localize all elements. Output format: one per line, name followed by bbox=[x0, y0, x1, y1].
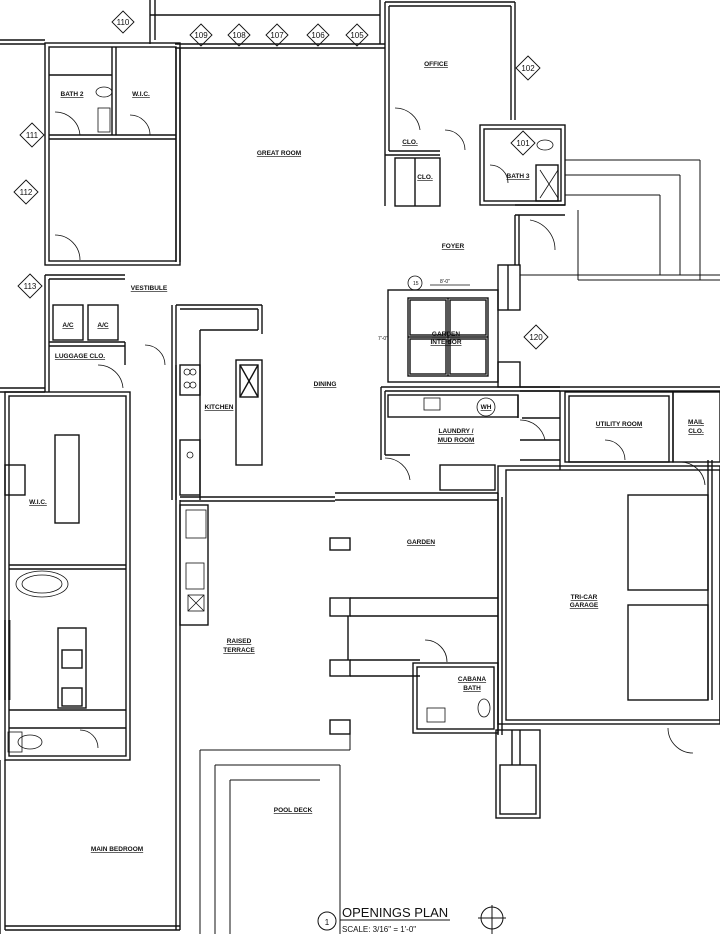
label-foyer: FOYER bbox=[442, 243, 465, 250]
label-raised-1: RAISED bbox=[227, 638, 252, 645]
dim-7ft: 7'-0" bbox=[378, 336, 388, 342]
wall-foyer-right bbox=[497, 215, 521, 388]
label-bath-3: BATH 3 bbox=[507, 173, 530, 180]
tag-120: 120 bbox=[529, 333, 543, 342]
tag-112: 112 bbox=[20, 188, 33, 197]
plan-title: 1 OPENINGS PLAN SCALE: 3/16" = 1'-0" bbox=[325, 905, 448, 934]
label-garden-interior-1: GARDEN bbox=[432, 331, 460, 338]
tag-108: 108 bbox=[232, 31, 246, 40]
label-cabana-1: CABANA bbox=[458, 676, 486, 683]
label-office: OFFICE bbox=[424, 61, 448, 68]
tag-102: 102 bbox=[521, 64, 535, 73]
wall-upper-left-wing bbox=[0, 39, 181, 266]
wall-office bbox=[384, 1, 516, 207]
label-raised-2: TERRACE bbox=[223, 647, 255, 654]
label-garage-1: TRI-CAR bbox=[571, 594, 598, 601]
label-wh: WH bbox=[481, 404, 492, 411]
label-ac-1: A/C bbox=[62, 322, 74, 329]
tag-111: 111 bbox=[26, 131, 39, 140]
wall-kitchen bbox=[171, 304, 263, 500]
wall-garage bbox=[497, 386, 720, 725]
tag-107: 107 bbox=[270, 31, 284, 40]
label-pool-deck: POOL DECK bbox=[274, 807, 313, 814]
label-mail-2: CLO. bbox=[688, 428, 704, 435]
tag-labels: 110 109 108 107 106 105 102 101 111 112 … bbox=[20, 18, 544, 342]
wall-master-suite bbox=[0, 365, 181, 934]
label-great-room: GREAT ROOM bbox=[257, 150, 301, 157]
label-main-bedroom: MAIN BEDROOM bbox=[91, 846, 143, 853]
label-garden-interior-2: INTERIOR bbox=[430, 339, 461, 346]
label-wic-upper: W.I.C. bbox=[132, 91, 150, 98]
label-laundry-2: MUD ROOM bbox=[438, 437, 475, 444]
tag-101: 101 bbox=[516, 139, 530, 148]
label-luggage-clo: LUGGAGE CLO. bbox=[55, 353, 105, 360]
tag-106: 106 bbox=[311, 31, 325, 40]
door-swings bbox=[54, 107, 706, 754]
label-mail-1: MAIL bbox=[688, 419, 704, 426]
dim-8ft: 8'-0" bbox=[440, 279, 450, 285]
wall-garden-terrace bbox=[179, 492, 503, 735]
wall-bath-3 bbox=[479, 124, 566, 216]
label-ac-2: A/C bbox=[97, 322, 109, 329]
room-labels: BATH 2 W.I.C. GREAT ROOM OFFICE CLO. CLO… bbox=[29, 61, 704, 853]
label-garden: GARDEN bbox=[407, 539, 435, 546]
pool-deck-lines bbox=[199, 734, 351, 934]
title-scale: SCALE: 3/16" = 1'-0" bbox=[342, 925, 416, 934]
label-vestibule: VESTIBULE bbox=[131, 285, 168, 292]
label-kitchen: KITCHEN bbox=[205, 404, 234, 411]
door-tags bbox=[13, 10, 549, 350]
label-clo-2: CLO. bbox=[417, 174, 433, 181]
label-dining: DINING bbox=[314, 381, 337, 388]
section-marker bbox=[387, 275, 470, 365]
wall-cabana bbox=[412, 662, 541, 819]
label-cabana-2: BATH bbox=[463, 685, 481, 692]
title-number: 1 bbox=[325, 918, 330, 927]
tag-105: 105 bbox=[350, 31, 364, 40]
title-name: OPENINGS PLAN bbox=[342, 905, 448, 920]
title-block bbox=[317, 905, 506, 934]
label-clo-1: CLO. bbox=[402, 139, 418, 146]
label-utility-room: UTILITY ROOM bbox=[596, 421, 642, 428]
label-wic-master: W.I.C. bbox=[29, 499, 47, 506]
tag-15: 15 bbox=[413, 281, 419, 287]
wall-great-room-top bbox=[149, 0, 385, 262]
exterior-entry-lines bbox=[520, 159, 720, 281]
wall-vestibule bbox=[44, 274, 126, 392]
label-bath-2: BATH 2 bbox=[61, 91, 84, 98]
label-garage-2: GARAGE bbox=[570, 602, 599, 609]
tag-110: 110 bbox=[117, 18, 130, 27]
tag-109: 109 bbox=[194, 31, 208, 40]
tag-113: 113 bbox=[24, 282, 37, 291]
fixtures bbox=[7, 86, 559, 753]
label-laundry-1: LAUNDRY / bbox=[438, 428, 473, 435]
